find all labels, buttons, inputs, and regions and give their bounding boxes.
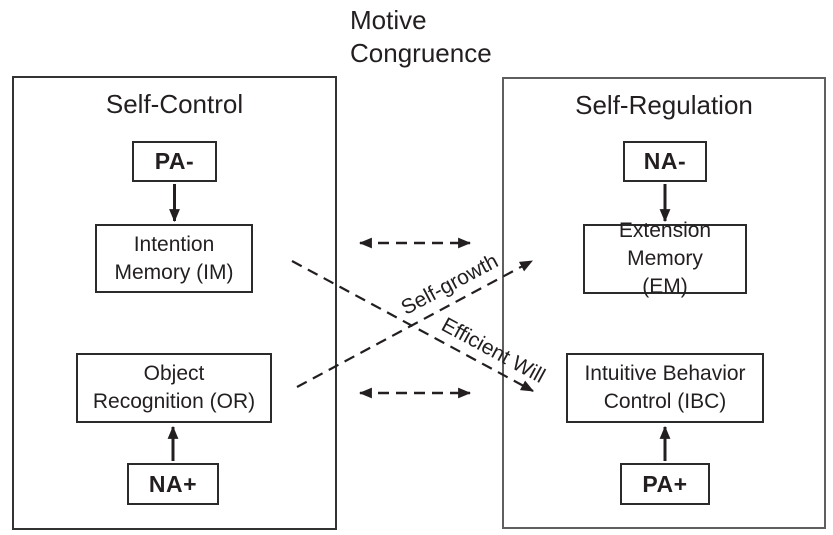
self-regulation-heading: Self-Regulation <box>575 90 753 120</box>
or-box: Object Recognition (OR) <box>76 353 272 423</box>
na-minus-box: NA- <box>623 141 707 182</box>
diagram-title: Motive Congruence <box>350 5 492 68</box>
ibc-box: Intuitive Behavior Control (IBC) <box>566 353 764 423</box>
or-box-label: Object Recognition (OR) <box>92 362 256 413</box>
im-box: Intention Memory (IM) <box>95 224 253 293</box>
self-growth-label: Self-growth <box>397 249 503 320</box>
em-box: Extension Memory (EM) <box>583 219 747 298</box>
pa-plus-box: PA+ <box>620 463 710 505</box>
im-box-label: Intention Memory (IM) <box>114 232 234 284</box>
pa-minus-box: PA- <box>132 141 217 182</box>
self-control-heading: Self-Control <box>105 89 244 119</box>
em-box-label: Extension Memory (EM) <box>618 219 712 298</box>
ibc-box-label: Intuitive Behavior Control (IBC) <box>584 362 746 413</box>
na-plus-box: NA+ <box>127 463 219 505</box>
